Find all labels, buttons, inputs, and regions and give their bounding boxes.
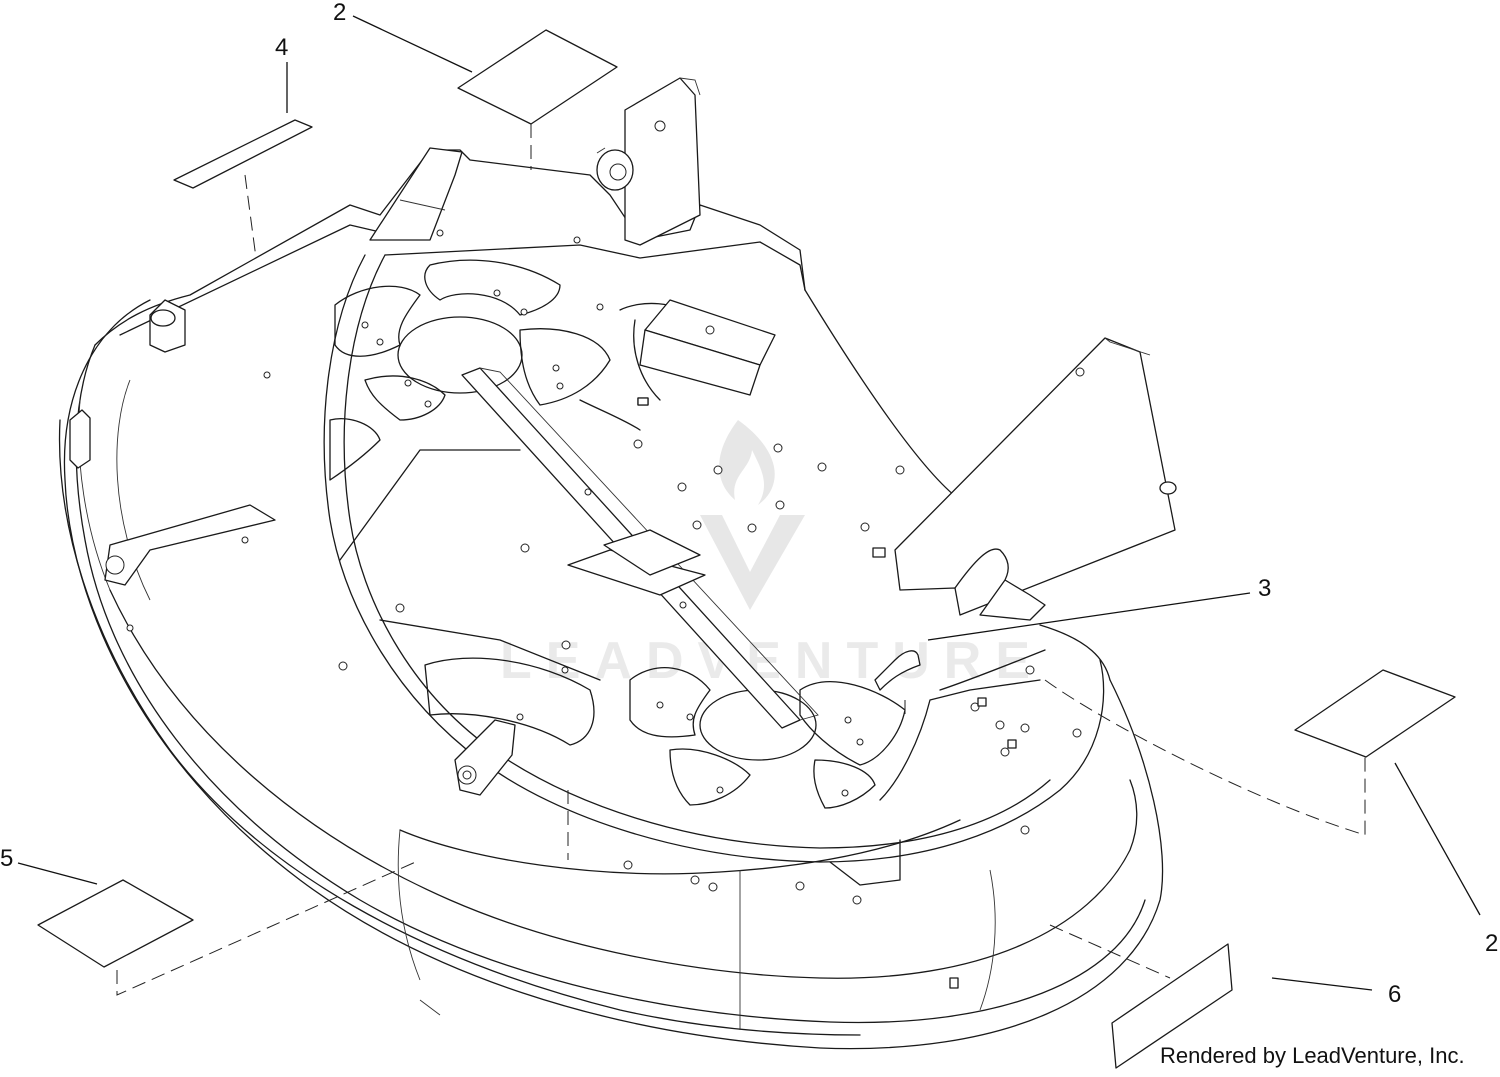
decal-6 xyxy=(1111,943,1233,1069)
spindle-cutout-upper xyxy=(263,229,611,481)
channel-bracket xyxy=(637,299,776,406)
leader-lines xyxy=(17,15,1481,991)
render-credit: Rendered by LeadVenture, Inc. xyxy=(1160,1043,1465,1068)
decal-2-top xyxy=(457,29,618,125)
decal-4 xyxy=(173,119,313,189)
deck-holes xyxy=(338,397,1082,905)
callout-2-top: 2 xyxy=(333,0,346,26)
watermark-text: LEADVENTURE xyxy=(500,632,1044,690)
decal-5 xyxy=(37,879,194,968)
baffle-top-left xyxy=(369,147,463,241)
callout-2-right: 2 xyxy=(1485,930,1498,957)
upright-plate-right xyxy=(872,337,1177,621)
upright-bracket-top xyxy=(596,77,701,246)
callout-5: 5 xyxy=(0,845,13,872)
slot-hole xyxy=(949,977,959,989)
part-3-slot xyxy=(874,650,921,691)
callout-6: 6 xyxy=(1388,981,1401,1008)
watermark-logo xyxy=(700,420,805,610)
spindle-bracket-lower-left xyxy=(454,719,516,796)
callout-3: 3 xyxy=(1258,575,1271,602)
baffle-arms xyxy=(339,302,1046,886)
callout-4: 4 xyxy=(275,34,288,61)
deck-shell xyxy=(58,149,1164,1050)
decal-2-right xyxy=(1294,669,1456,758)
projection-lines xyxy=(116,124,1366,996)
center-spine xyxy=(461,367,819,729)
pivot-bracket-left xyxy=(69,299,276,632)
